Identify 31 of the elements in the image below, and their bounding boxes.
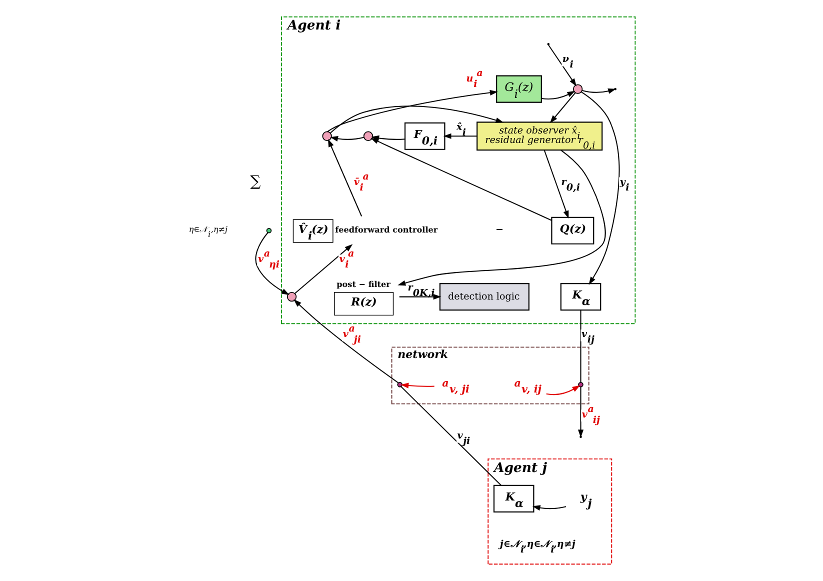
connector (400, 386, 501, 486)
arrow (400, 382, 434, 388)
connector (580, 310, 581, 382)
arrow (543, 150, 568, 219)
arrow (442, 133, 476, 139)
node-circle (572, 84, 582, 94)
node-circle (322, 131, 332, 141)
label: ∑ (250, 173, 260, 190)
arrow (327, 138, 362, 216)
arrow (398, 294, 441, 300)
arrow (546, 385, 580, 396)
arrow (330, 136, 364, 142)
arrow (326, 90, 498, 132)
arrow (580, 92, 620, 285)
arrow (370, 138, 552, 221)
arrow (549, 92, 576, 124)
node-label: feedforward controller (334, 224, 438, 234)
node-label: post − filter (336, 279, 390, 290)
arrow (548, 44, 576, 86)
node-circle (578, 382, 583, 388)
label: − (494, 224, 503, 236)
arrow (532, 505, 566, 511)
arrow (540, 90, 575, 100)
node-circle (362, 131, 373, 141)
node-circle (266, 228, 272, 234)
node-circle (396, 382, 402, 388)
node-box: Q(z) (550, 216, 594, 244)
node-circle (286, 292, 296, 302)
arrow (293, 299, 398, 384)
node-box: detection logic (438, 283, 529, 311)
arrow (397, 150, 606, 286)
